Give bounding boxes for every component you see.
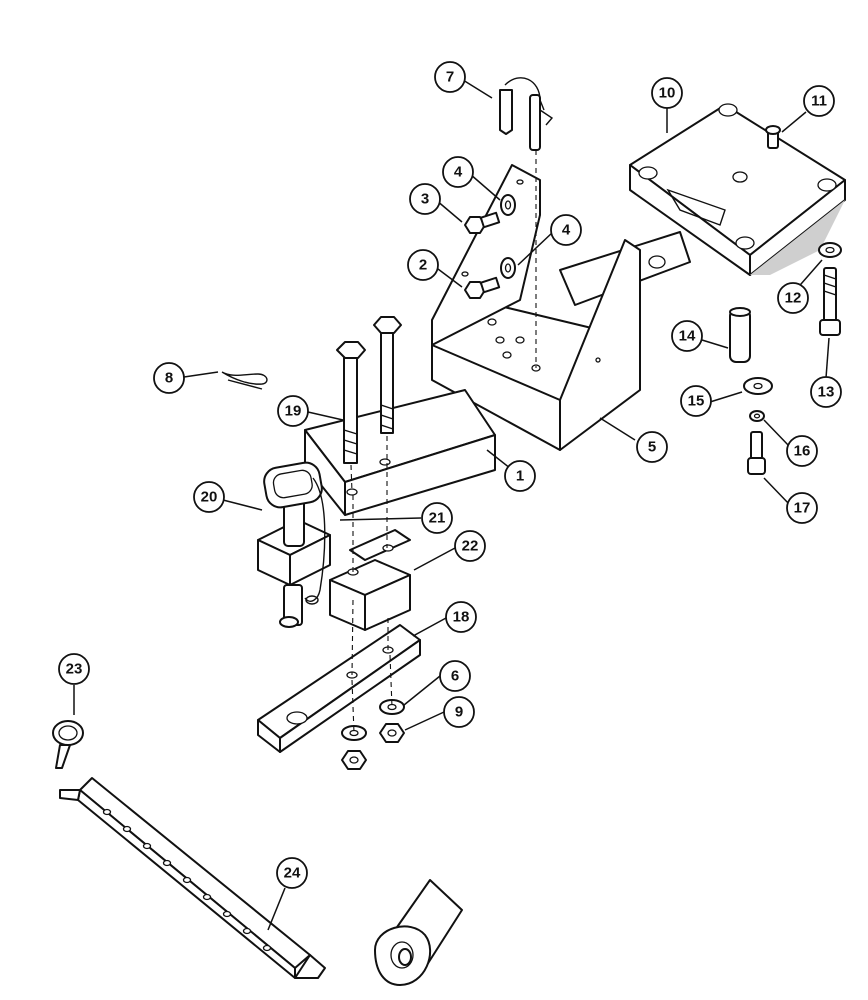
part-pin-and-hardware [729,307,773,475]
callout-3: 3 [409,183,441,215]
callouts: 1 2 3 4 4 5 6 7 8 9 10 11 12 13 14 15 16… [58,61,842,889]
callout-3-label: 3 [421,191,429,208]
callout-22: 22 [454,530,486,562]
callout-6-label: 6 [451,668,459,685]
part-long-bolts [336,316,402,464]
callout-8: 8 [153,362,185,394]
callout-10: 10 [651,77,683,109]
part-ring-pin [52,720,84,769]
callout-22-label: 22 [462,538,479,555]
callout-5-label: 5 [648,439,656,456]
part-top-plate [629,103,846,336]
callout-24: 24 [276,857,308,889]
callout-2-label: 2 [419,257,427,274]
callout-4b-label: 4 [562,222,571,239]
callout-18-label: 18 [453,609,470,626]
part-link-bar [59,777,326,979]
callout-20: 20 [193,481,225,513]
callout-2: 2 [407,249,439,281]
callout-14-label: 14 [679,328,696,345]
link-bar-holes [102,808,272,952]
part-linch-pin [499,77,554,151]
callout-11: 11 [803,85,835,117]
callout-6: 6 [439,660,471,692]
callout-23: 23 [58,653,90,685]
callout-15-label: 15 [688,393,705,410]
callout-23-label: 23 [66,661,83,678]
part-lower-link-end [374,879,463,986]
callout-1-label: 1 [516,468,524,485]
part-hitch-pin [257,461,331,628]
callout-7: 7 [434,61,466,93]
callout-16: 16 [786,435,818,467]
part-r-clip [221,371,268,390]
callout-17: 17 [786,492,818,524]
callout-15: 15 [680,385,712,417]
callout-4a-label: 4 [454,164,463,181]
callout-4a: 4 [442,156,474,188]
callout-10-label: 10 [659,85,676,102]
callout-20-label: 20 [201,489,218,506]
callout-9-label: 9 [455,704,463,721]
callout-18: 18 [445,601,477,633]
callout-8-label: 8 [165,370,173,387]
callout-17-label: 17 [794,500,811,517]
callout-19-label: 19 [285,403,302,420]
callout-12: 12 [777,282,809,314]
assembly-lines [350,150,537,734]
callout-12-label: 12 [785,290,802,307]
part-drawbar [304,389,496,516]
callout-16-label: 16 [794,443,811,460]
leader-lines [73,79,830,931]
callout-13-label: 13 [818,384,835,401]
part-bracket-bolts [464,194,516,299]
callout-1: 1 [504,460,536,492]
callout-14: 14 [671,320,703,352]
callout-24-label: 24 [284,865,301,882]
callout-19: 19 [277,395,309,427]
callout-5: 5 [636,431,668,463]
callout-21-label: 21 [429,510,446,527]
callout-7-label: 7 [446,69,454,86]
part-washers-nuts [341,699,405,770]
callout-21: 21 [421,502,453,534]
callout-9: 9 [443,696,475,728]
part-spacer-block [329,529,411,631]
callout-4b: 4 [550,214,582,246]
callout-13: 13 [810,376,842,408]
callout-11-label: 11 [811,93,827,110]
